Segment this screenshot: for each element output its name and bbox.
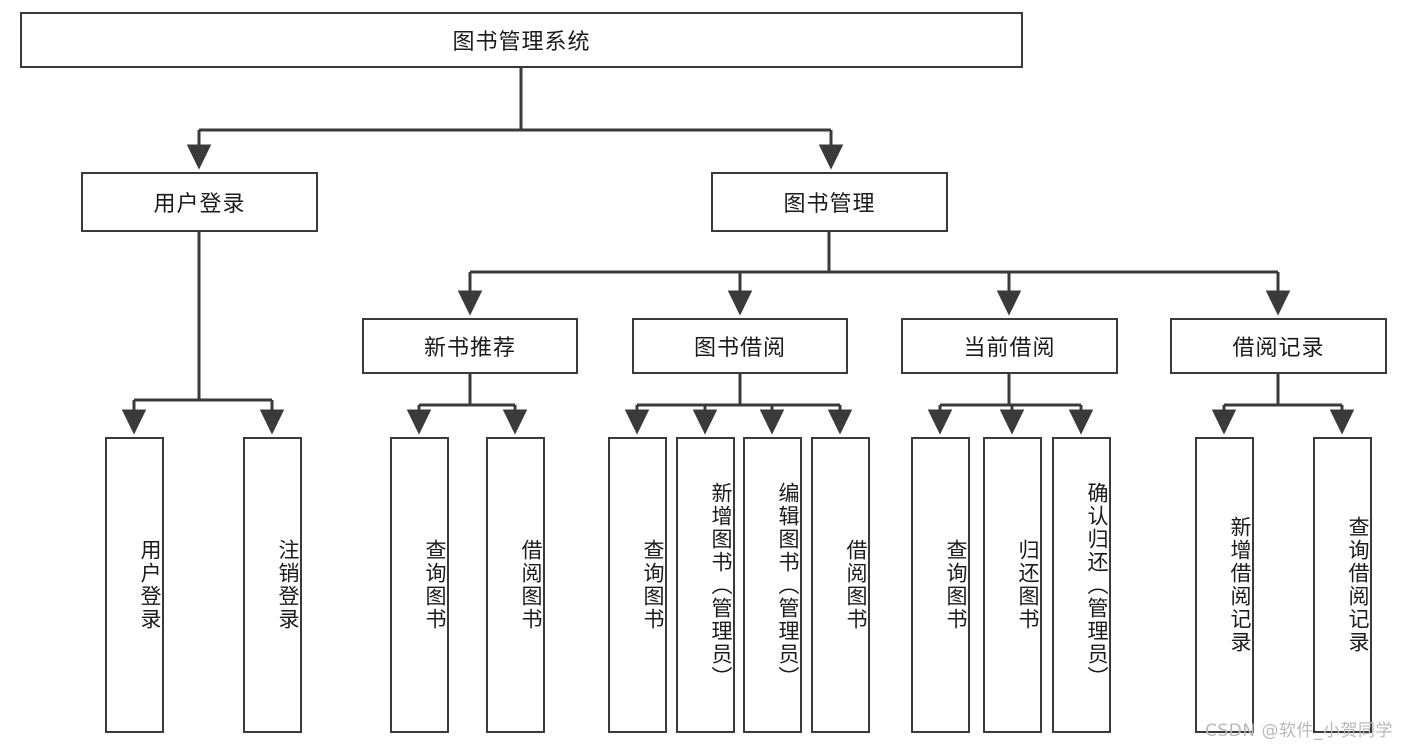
- node-label: 当前借阅: [963, 336, 1056, 361]
- node-label: 新增图书（管理员）: [709, 481, 733, 689]
- node-label: 用户登录: [153, 192, 246, 217]
- node-label: 编辑图书（管理员）: [776, 481, 800, 689]
- node-leaf-edit-book-admin[interactable]: 编辑图书（管理员）: [743, 437, 802, 733]
- node-leaf-query-book-current[interactable]: 查询图书: [911, 437, 970, 733]
- node-label: 确认归还（管理员）: [1085, 481, 1109, 689]
- node-label: 新书推荐: [423, 336, 516, 361]
- node-label: 查询图书: [944, 539, 968, 631]
- node-label: 图书借阅: [693, 336, 786, 361]
- node-borrow-record[interactable]: 借阅记录: [1170, 318, 1387, 374]
- node-leaf-query-book-recommend[interactable]: 查询图书: [390, 437, 449, 733]
- node-user-login[interactable]: 用户登录: [81, 172, 318, 232]
- node-label: 图书管理: [783, 192, 876, 217]
- node-book-borrow[interactable]: 图书借阅: [632, 318, 848, 374]
- node-label: 图书管理系统: [452, 30, 591, 55]
- watermark-text: CSDN @软件_小贺同学: [1205, 721, 1393, 741]
- node-leaf-user-login[interactable]: 用户登录: [105, 437, 164, 733]
- node-label: 查询图书: [423, 539, 447, 631]
- node-label: 新增借阅记录: [1228, 516, 1252, 654]
- node-leaf-confirm-return-admin[interactable]: 确认归还（管理员）: [1052, 437, 1111, 733]
- node-root-system[interactable]: 图书管理系统: [20, 12, 1023, 68]
- node-label: 查询图书: [641, 539, 665, 631]
- node-label: 借阅图书: [519, 539, 543, 631]
- node-leaf-query-borrow-record[interactable]: 查询借阅记录: [1313, 437, 1372, 733]
- node-label: 用户登录: [138, 539, 162, 631]
- node-label: 注销登录: [276, 539, 300, 631]
- node-current-borrow[interactable]: 当前借阅: [901, 318, 1118, 374]
- node-label: 借阅图书: [844, 539, 868, 631]
- node-leaf-add-borrow-record[interactable]: 新增借阅记录: [1195, 437, 1254, 733]
- node-new-book-recommend[interactable]: 新书推荐: [362, 318, 578, 374]
- node-book-manage[interactable]: 图书管理: [711, 172, 948, 232]
- node-leaf-query-book-borrow[interactable]: 查询图书: [608, 437, 667, 733]
- node-leaf-add-book-admin[interactable]: 新增图书（管理员）: [676, 437, 735, 733]
- node-leaf-logout[interactable]: 注销登录: [243, 437, 302, 733]
- node-label: 借阅记录: [1232, 336, 1325, 361]
- node-leaf-borrow-book[interactable]: 借阅图书: [811, 437, 870, 733]
- node-label: 归还图书: [1016, 539, 1040, 631]
- node-leaf-borrow-book-recommend[interactable]: 借阅图书: [486, 437, 545, 733]
- node-leaf-return-book[interactable]: 归还图书: [983, 437, 1042, 733]
- node-label: 查询借阅记录: [1346, 516, 1370, 654]
